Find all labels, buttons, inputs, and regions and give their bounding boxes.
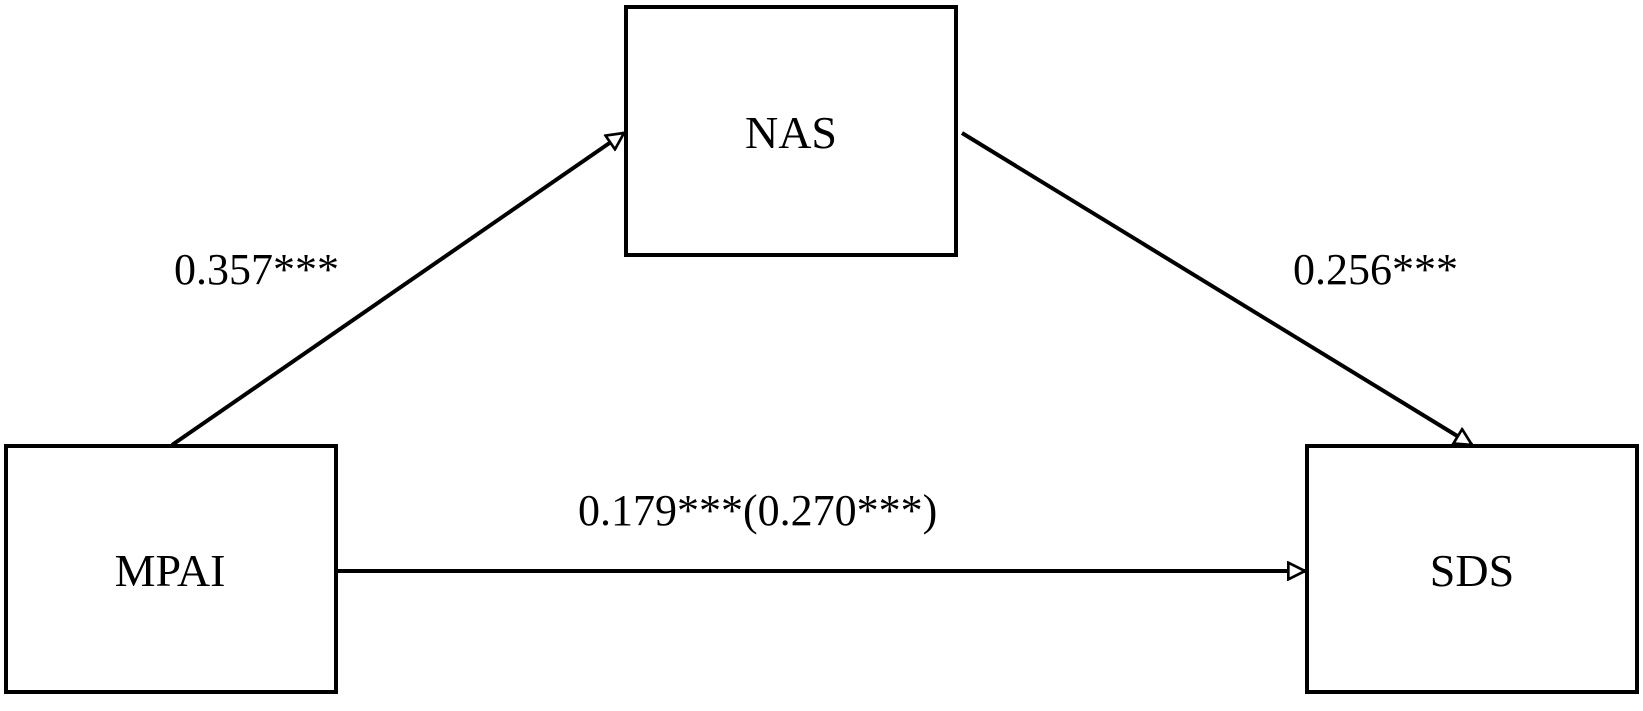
node-mpai-box: [4, 444, 338, 694]
coefficient-mpai-nas: 0.357***: [174, 245, 339, 294]
node-nas: NAS: [624, 5, 958, 257]
node-nas-box: [624, 5, 958, 257]
coefficient-mpai-sds: 0.179***(0.270***): [578, 486, 937, 535]
node-sds: SDS: [1305, 444, 1639, 694]
node-sds-box: [1305, 444, 1639, 694]
edge-nas-to-sds: [960, 131, 1472, 447]
node-mpai: MPAI: [4, 444, 338, 694]
node-mpai-label: MPAI: [115, 545, 226, 596]
coefficient-nas-sds: 0.256***: [1293, 245, 1458, 294]
node-sds-label: SDS: [1430, 545, 1514, 596]
node-nas-label: NAS: [745, 107, 837, 158]
edge-mpai-to-nas: [170, 133, 624, 447]
